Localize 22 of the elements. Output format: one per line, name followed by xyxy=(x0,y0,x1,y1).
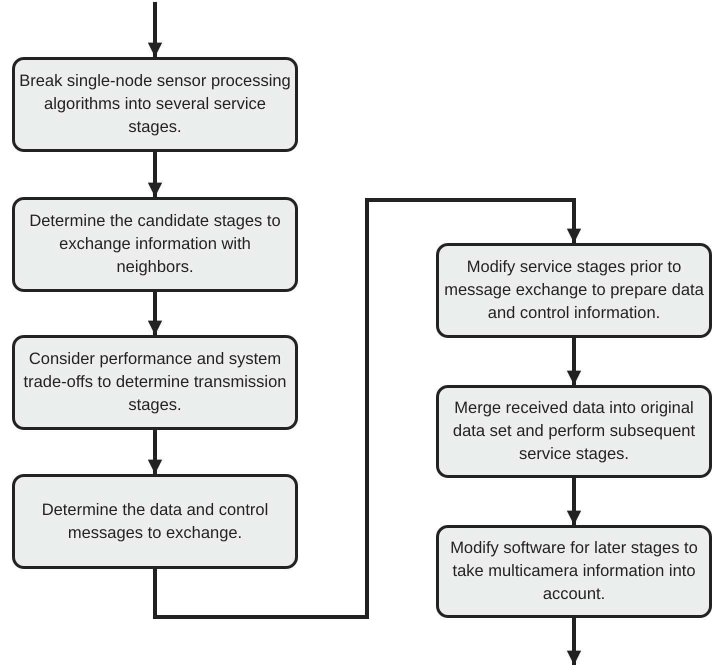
process-box xyxy=(436,385,712,478)
arrow xyxy=(148,2,162,57)
arrow xyxy=(566,338,582,385)
process-box xyxy=(436,243,712,338)
arrow xyxy=(148,152,162,197)
process-box xyxy=(12,197,298,292)
step-text: Determine the data and control messages to exchange. xyxy=(40,500,270,544)
arrow xyxy=(153,198,582,619)
process-box xyxy=(12,335,298,430)
step-text: Determine the candidate stages to exchange information with neighbors. xyxy=(28,211,282,278)
arrow xyxy=(148,430,162,474)
step-text: Modify service stages prior to message exchange to prepare data and control information. xyxy=(443,257,705,324)
step-text: Break single-node sensor processing algorithms into several service stages. xyxy=(19,71,291,138)
process-box xyxy=(12,57,298,152)
arrow xyxy=(566,618,582,665)
arrow xyxy=(566,478,582,525)
process-box xyxy=(12,474,298,569)
arrow xyxy=(148,292,162,335)
step-text: Consider performance and system trade-offs to determine transmission stages. xyxy=(22,349,288,416)
step-text: Merge received data into original data set and perform subsequent service stages. xyxy=(452,398,696,465)
step-text: Modify software for later stages to take multicamera information into account. xyxy=(449,538,699,605)
process-box xyxy=(436,525,712,618)
